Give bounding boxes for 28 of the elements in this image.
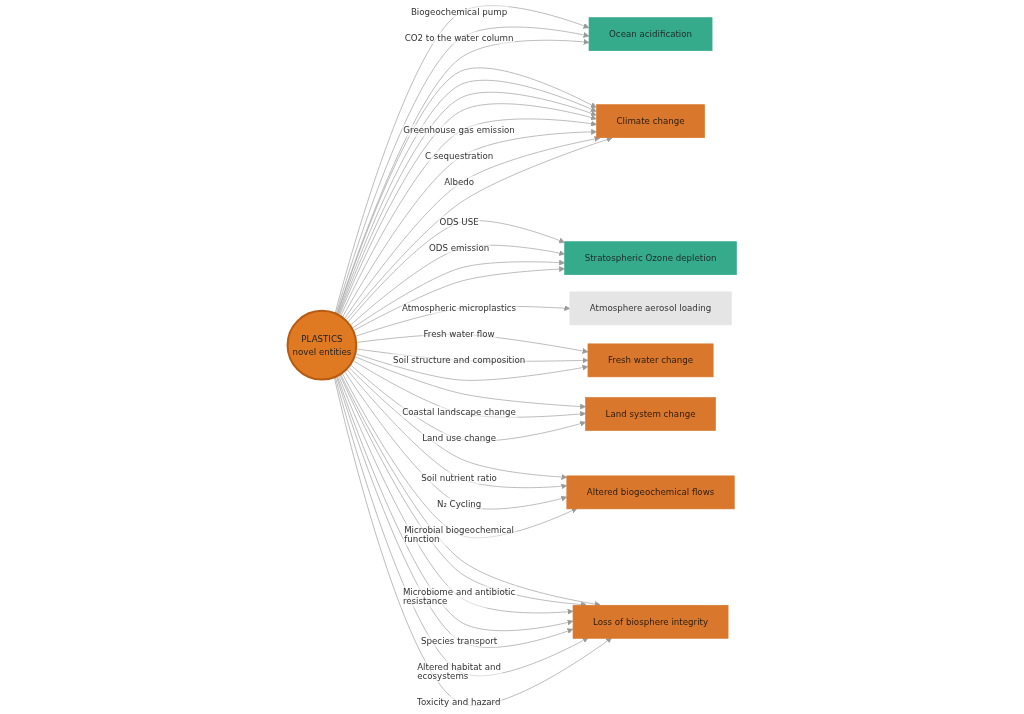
node-box: Ocean acidification <box>588 17 713 51</box>
edge-label: Microbiome and antibiotic resistance <box>402 586 516 607</box>
edge-label: Microbial biogeochemical function <box>404 524 515 545</box>
node-box: Climate change <box>596 104 705 138</box>
edge-label: CO2 to the water column <box>404 32 514 43</box>
edge-label: Coastal landscape change <box>402 407 516 418</box>
node-box: Stratospheric Ozone depletion <box>564 241 737 276</box>
edge-label: Fresh water flow <box>423 328 495 339</box>
node-box: Loss of biosphere integrity <box>572 604 729 639</box>
edge-label: Soil structure and composition <box>392 354 526 365</box>
edge-label: Toxicity and hazard <box>417 697 501 708</box>
node-box: Land system change <box>585 397 716 431</box>
edge-label: Albedo <box>444 177 475 188</box>
edge-label: Biogeochemical pump <box>410 6 508 17</box>
edge-label: Altered habitat and ecosystems <box>417 661 502 682</box>
edge-label: Land use change <box>422 433 496 444</box>
edge-label: C sequestration <box>424 151 494 162</box>
edge-label: ODS emission <box>429 242 490 253</box>
edge-label: ODS USE <box>439 216 479 227</box>
node-circle: PLASTICS novel entities <box>286 309 358 381</box>
node-box: Fresh water change <box>587 343 714 378</box>
edge-label: Atmospheric microplastics <box>401 302 517 313</box>
edge-label: Soil nutrient ratio <box>421 472 497 483</box>
edge-label: N₂ Cycling <box>436 498 482 509</box>
edge-label: Greenhouse gas emission <box>403 125 515 136</box>
node-box: Atmosphere aerosol loading <box>569 291 732 326</box>
node-box: Altered biogeochemical flows <box>566 475 735 510</box>
edge-label: Species transport <box>421 635 498 646</box>
